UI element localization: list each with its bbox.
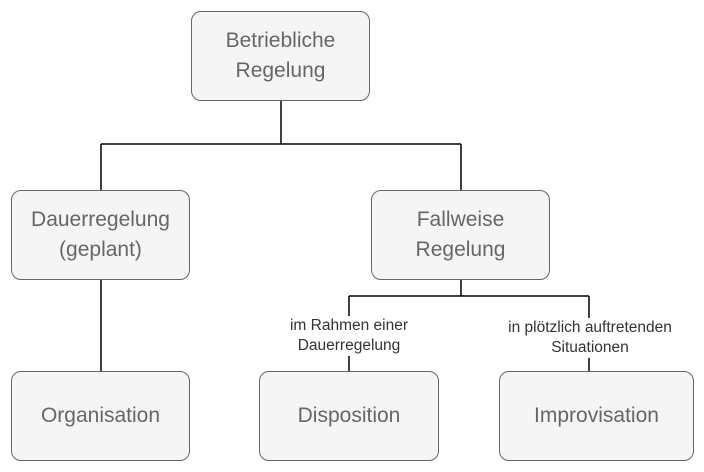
node-dauerregelung: Dauerregelung (geplant) bbox=[11, 190, 190, 280]
edge-label-rahmen: im Rahmen einer Dauerregelung bbox=[252, 316, 446, 356]
node-disposition: Disposition bbox=[259, 371, 439, 461]
edge-label-ploetzlich: in plötzlich auftretenden Situationen bbox=[478, 318, 702, 358]
node-fallweise-regelung: Fallweise Regelung bbox=[371, 190, 550, 280]
node-organisation: Organisation bbox=[11, 371, 190, 461]
connector-root-to-children bbox=[100, 101, 462, 190]
connector-fall-to-children bbox=[348, 280, 590, 371]
node-improvisation: Improvisation bbox=[499, 371, 694, 461]
node-betriebliche-regelung: Betriebliche Regelung bbox=[191, 11, 370, 101]
